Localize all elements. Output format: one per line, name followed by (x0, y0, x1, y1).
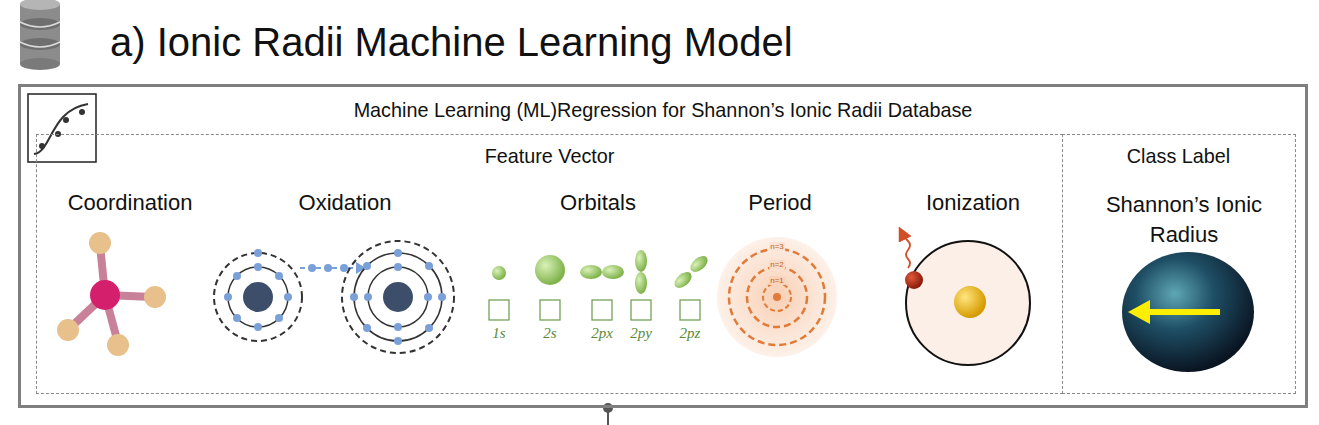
feature-name: Period (748, 190, 812, 216)
feature-name: Ionization (926, 190, 1020, 216)
atom-picture (214, 241, 454, 353)
molecule-picture (57, 232, 166, 356)
region-box: Class Label (1062, 134, 1296, 394)
shell-number: n=2 (769, 260, 785, 269)
panel-box: Machine Learning (ML)Regression for Shan… (18, 84, 1308, 408)
radius-picture (1122, 252, 1254, 372)
orbital-name: 2py (630, 325, 652, 342)
shell-number: n=1 (769, 276, 785, 285)
diagram-title: a) Ionic Radii Machine Learning Model (110, 20, 793, 65)
orbital-name: 2px (591, 325, 613, 342)
ionization-picture (902, 233, 1030, 365)
box-heading: Machine Learning (ML)Regression for Shan… (21, 99, 1305, 122)
feature-name: Oxidation (299, 190, 392, 216)
orbital-picture (489, 250, 711, 320)
class-name: Shannon’s Ionic Radius (1104, 190, 1264, 250)
orbital-name: 2s (543, 325, 556, 342)
feature-name: Orbitals (560, 190, 636, 216)
shell-number: n=3 (769, 242, 785, 251)
box-heading: Feature Vector (37, 145, 1062, 168)
shell-picture (717, 237, 837, 357)
region-box: Feature Vector (36, 134, 1063, 394)
database-icon (20, 0, 60, 70)
box-heading: Class Label (1062, 145, 1295, 168)
feature-name: Coordination (68, 190, 193, 216)
orbital-name: 2pz (680, 325, 701, 342)
orbital-name: 1s (492, 325, 505, 342)
regression-icon (28, 94, 96, 162)
